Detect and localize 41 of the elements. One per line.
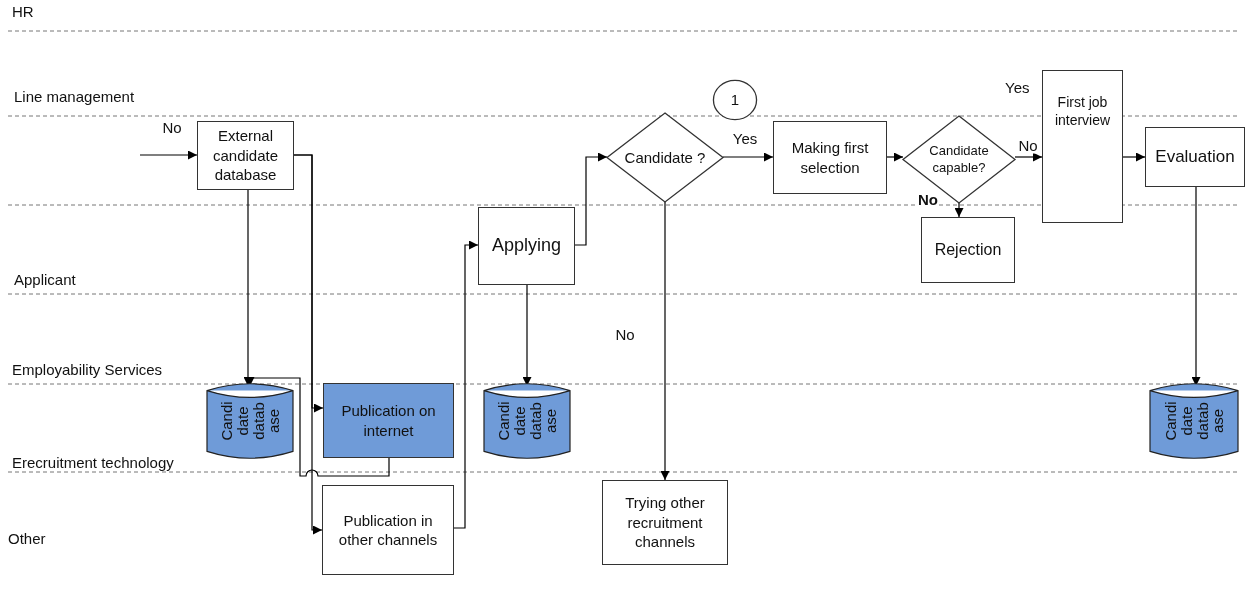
lane-label: Applicant (14, 271, 76, 288)
node-text: First job interview (1053, 93, 1112, 130)
process-box (921, 217, 1015, 283)
node-text: Making first selection (790, 138, 870, 177)
process-box (1042, 70, 1123, 223)
arrow (1122, 152, 1146, 162)
arrow (1014, 152, 1043, 162)
node-text: Publication in other channels (337, 510, 439, 550)
node-text: Rejection (933, 239, 1003, 260)
process-box (323, 383, 454, 458)
node-text: Candidate capable? (928, 142, 990, 177)
lane-label: Erecruitment technology (12, 454, 174, 471)
arrow (574, 152, 608, 246)
lane-label: Other (8, 530, 46, 547)
process-box (773, 121, 887, 194)
arrow (139, 150, 198, 160)
node-text: Candidate ? (623, 147, 707, 168)
process-box (478, 207, 575, 285)
arrow (453, 240, 479, 529)
arrow (954, 202, 964, 218)
node-text: Candi date datab ase (218, 401, 282, 441)
lane-label: Line management (14, 88, 135, 105)
process-box (322, 485, 454, 575)
lane-label: HR (12, 3, 34, 20)
node-text: Evaluation (1154, 145, 1236, 168)
node-text: Publication on internet (340, 401, 437, 440)
arrow (886, 152, 904, 162)
process-box (1145, 127, 1245, 187)
node-text: Candi date datab ase (1162, 401, 1226, 441)
lane-label: Employability Services (12, 361, 163, 378)
arrow (293, 154, 323, 535)
process-box (602, 480, 728, 565)
arrow (722, 152, 774, 162)
node-text: Trying other recruitment channels (624, 493, 706, 552)
process-box (197, 121, 294, 190)
flow-label: Yes (1005, 79, 1030, 96)
node-text: Candi date datab ase (495, 401, 559, 441)
node-text: Applying (490, 234, 562, 258)
node-text: 1 (729, 90, 741, 110)
arrow (660, 201, 670, 481)
node-text: External candidate database (211, 126, 280, 185)
